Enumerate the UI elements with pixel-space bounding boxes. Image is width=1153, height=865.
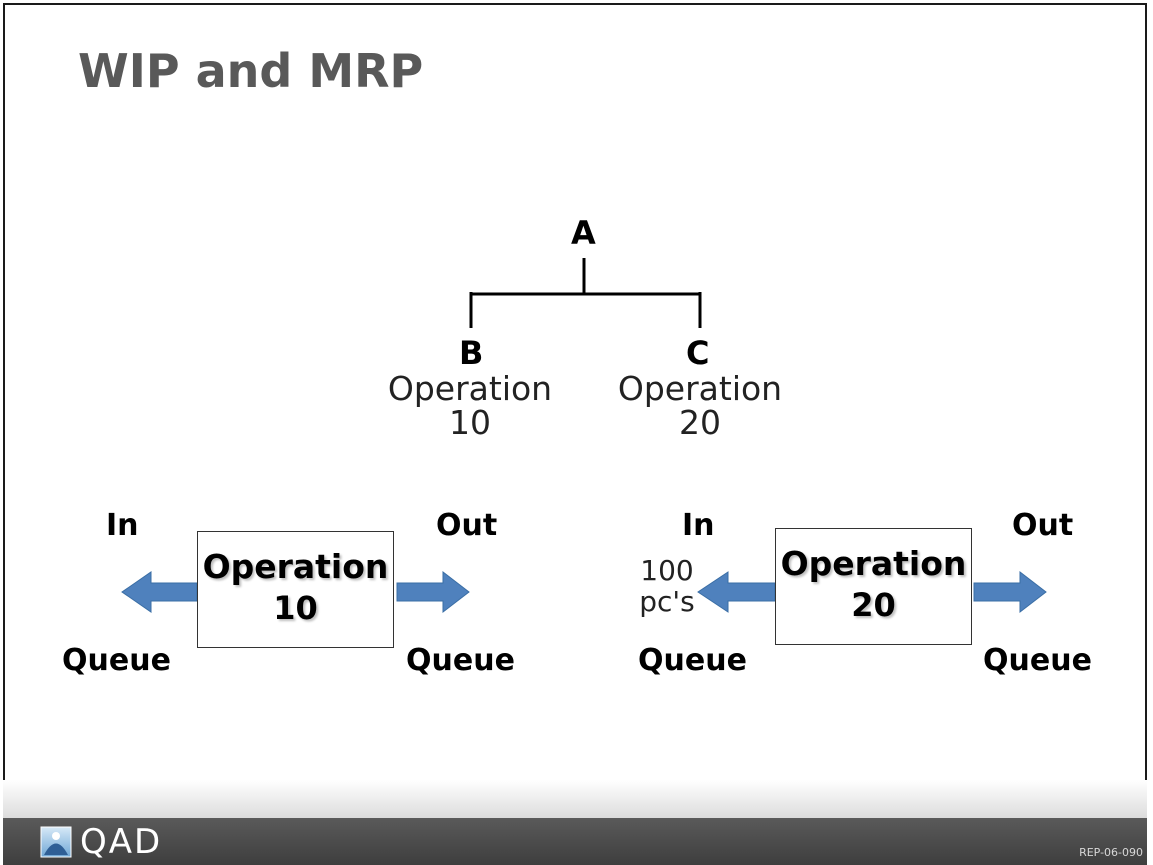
tree-b-operation: Operation 10 xyxy=(370,372,570,440)
flow1-in-label: In xyxy=(106,508,139,543)
footer-fade xyxy=(3,780,1147,818)
tree-node-b: B xyxy=(459,334,484,372)
operation-box-10-title: Operation xyxy=(202,547,389,586)
left-arrow-2 xyxy=(697,571,776,613)
left-arrow-1 xyxy=(121,571,198,613)
right-arrow-1 xyxy=(396,570,470,614)
tree-c-operation-number: 20 xyxy=(679,403,721,442)
tree-node-a: A xyxy=(571,214,596,252)
right-arrow-2 xyxy=(973,570,1047,614)
tree-node-c: C xyxy=(686,334,710,372)
slide-reference-code: REP-06-090 xyxy=(1079,846,1143,859)
tree-c-operation: Operation 20 xyxy=(600,372,800,440)
slide-frame xyxy=(3,3,1147,859)
operation-box-10-number: 10 xyxy=(273,589,318,627)
tree-c-operation-word: Operation xyxy=(617,369,783,408)
operation-box-20: Operation 20 xyxy=(775,528,972,645)
flow1-out-queue-label: Queue xyxy=(406,643,515,678)
flow2-in-quantity: 100 pc's xyxy=(626,555,708,617)
flow2-quantity-unit: pc's xyxy=(639,585,695,618)
operation-box-20-title: Operation xyxy=(780,544,967,583)
operation-box-10: Operation 10 xyxy=(197,531,394,648)
flow1-in-queue-label: Queue xyxy=(62,643,171,678)
qad-logo-icon xyxy=(40,826,72,858)
tree-b-operation-word: Operation xyxy=(387,369,553,408)
qad-logo-text: QAD xyxy=(80,822,163,862)
flow2-out-queue-label: Queue xyxy=(983,643,1092,678)
operation-box-20-number: 20 xyxy=(851,586,896,624)
flow2-in-label: In xyxy=(682,508,715,543)
flow2-out-label: Out xyxy=(1012,508,1074,543)
tree-b-operation-number: 10 xyxy=(449,403,491,442)
slide-title: WIP and MRP xyxy=(78,44,424,98)
footer-bar xyxy=(3,818,1147,865)
flow2-in-queue-label: Queue xyxy=(638,643,747,678)
flow2-quantity-number: 100 xyxy=(640,554,694,587)
flow1-out-label: Out xyxy=(436,508,498,543)
